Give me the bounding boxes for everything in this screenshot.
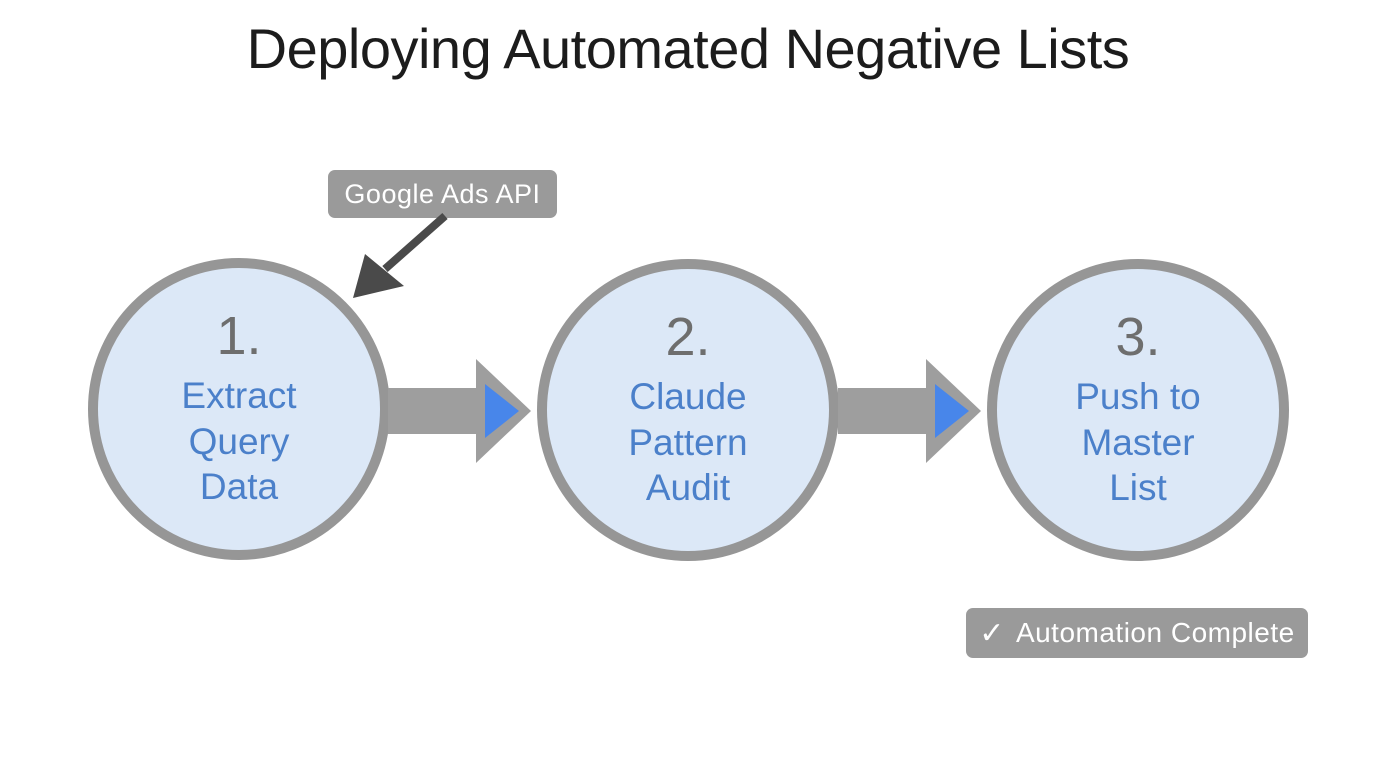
check-icon: ✓ xyxy=(979,616,1005,650)
step-label-3: Push to Master List xyxy=(1075,376,1201,509)
step-number-3: 3. xyxy=(1115,307,1161,368)
connector-arrow-icon-2 xyxy=(838,359,981,463)
google-ads-api-badge: Google Ads API xyxy=(328,170,557,218)
step-number-2: 2. xyxy=(665,307,711,368)
step-circle-1: 1. Extract Query Data xyxy=(88,258,390,560)
connector-arrow-icon-1 xyxy=(388,359,531,463)
step-label-1: Extract Query Data xyxy=(181,375,297,508)
page-title: Deploying Automated Negative Lists xyxy=(246,17,1130,80)
step-label-2: Claude Pattern Audit xyxy=(628,376,748,509)
step-circle-2: 2. Claude Pattern Audit xyxy=(537,259,839,561)
callout-arrow-icon xyxy=(353,213,448,298)
step-number-1: 1. xyxy=(216,306,262,367)
automation-complete-badge: ✓ Automation Complete xyxy=(966,608,1308,658)
step-circle-3: 3. Push to Master List xyxy=(987,259,1289,561)
google-ads-api-label: Google Ads API xyxy=(344,178,541,209)
automation-complete-label: Automation Complete xyxy=(1015,617,1295,648)
